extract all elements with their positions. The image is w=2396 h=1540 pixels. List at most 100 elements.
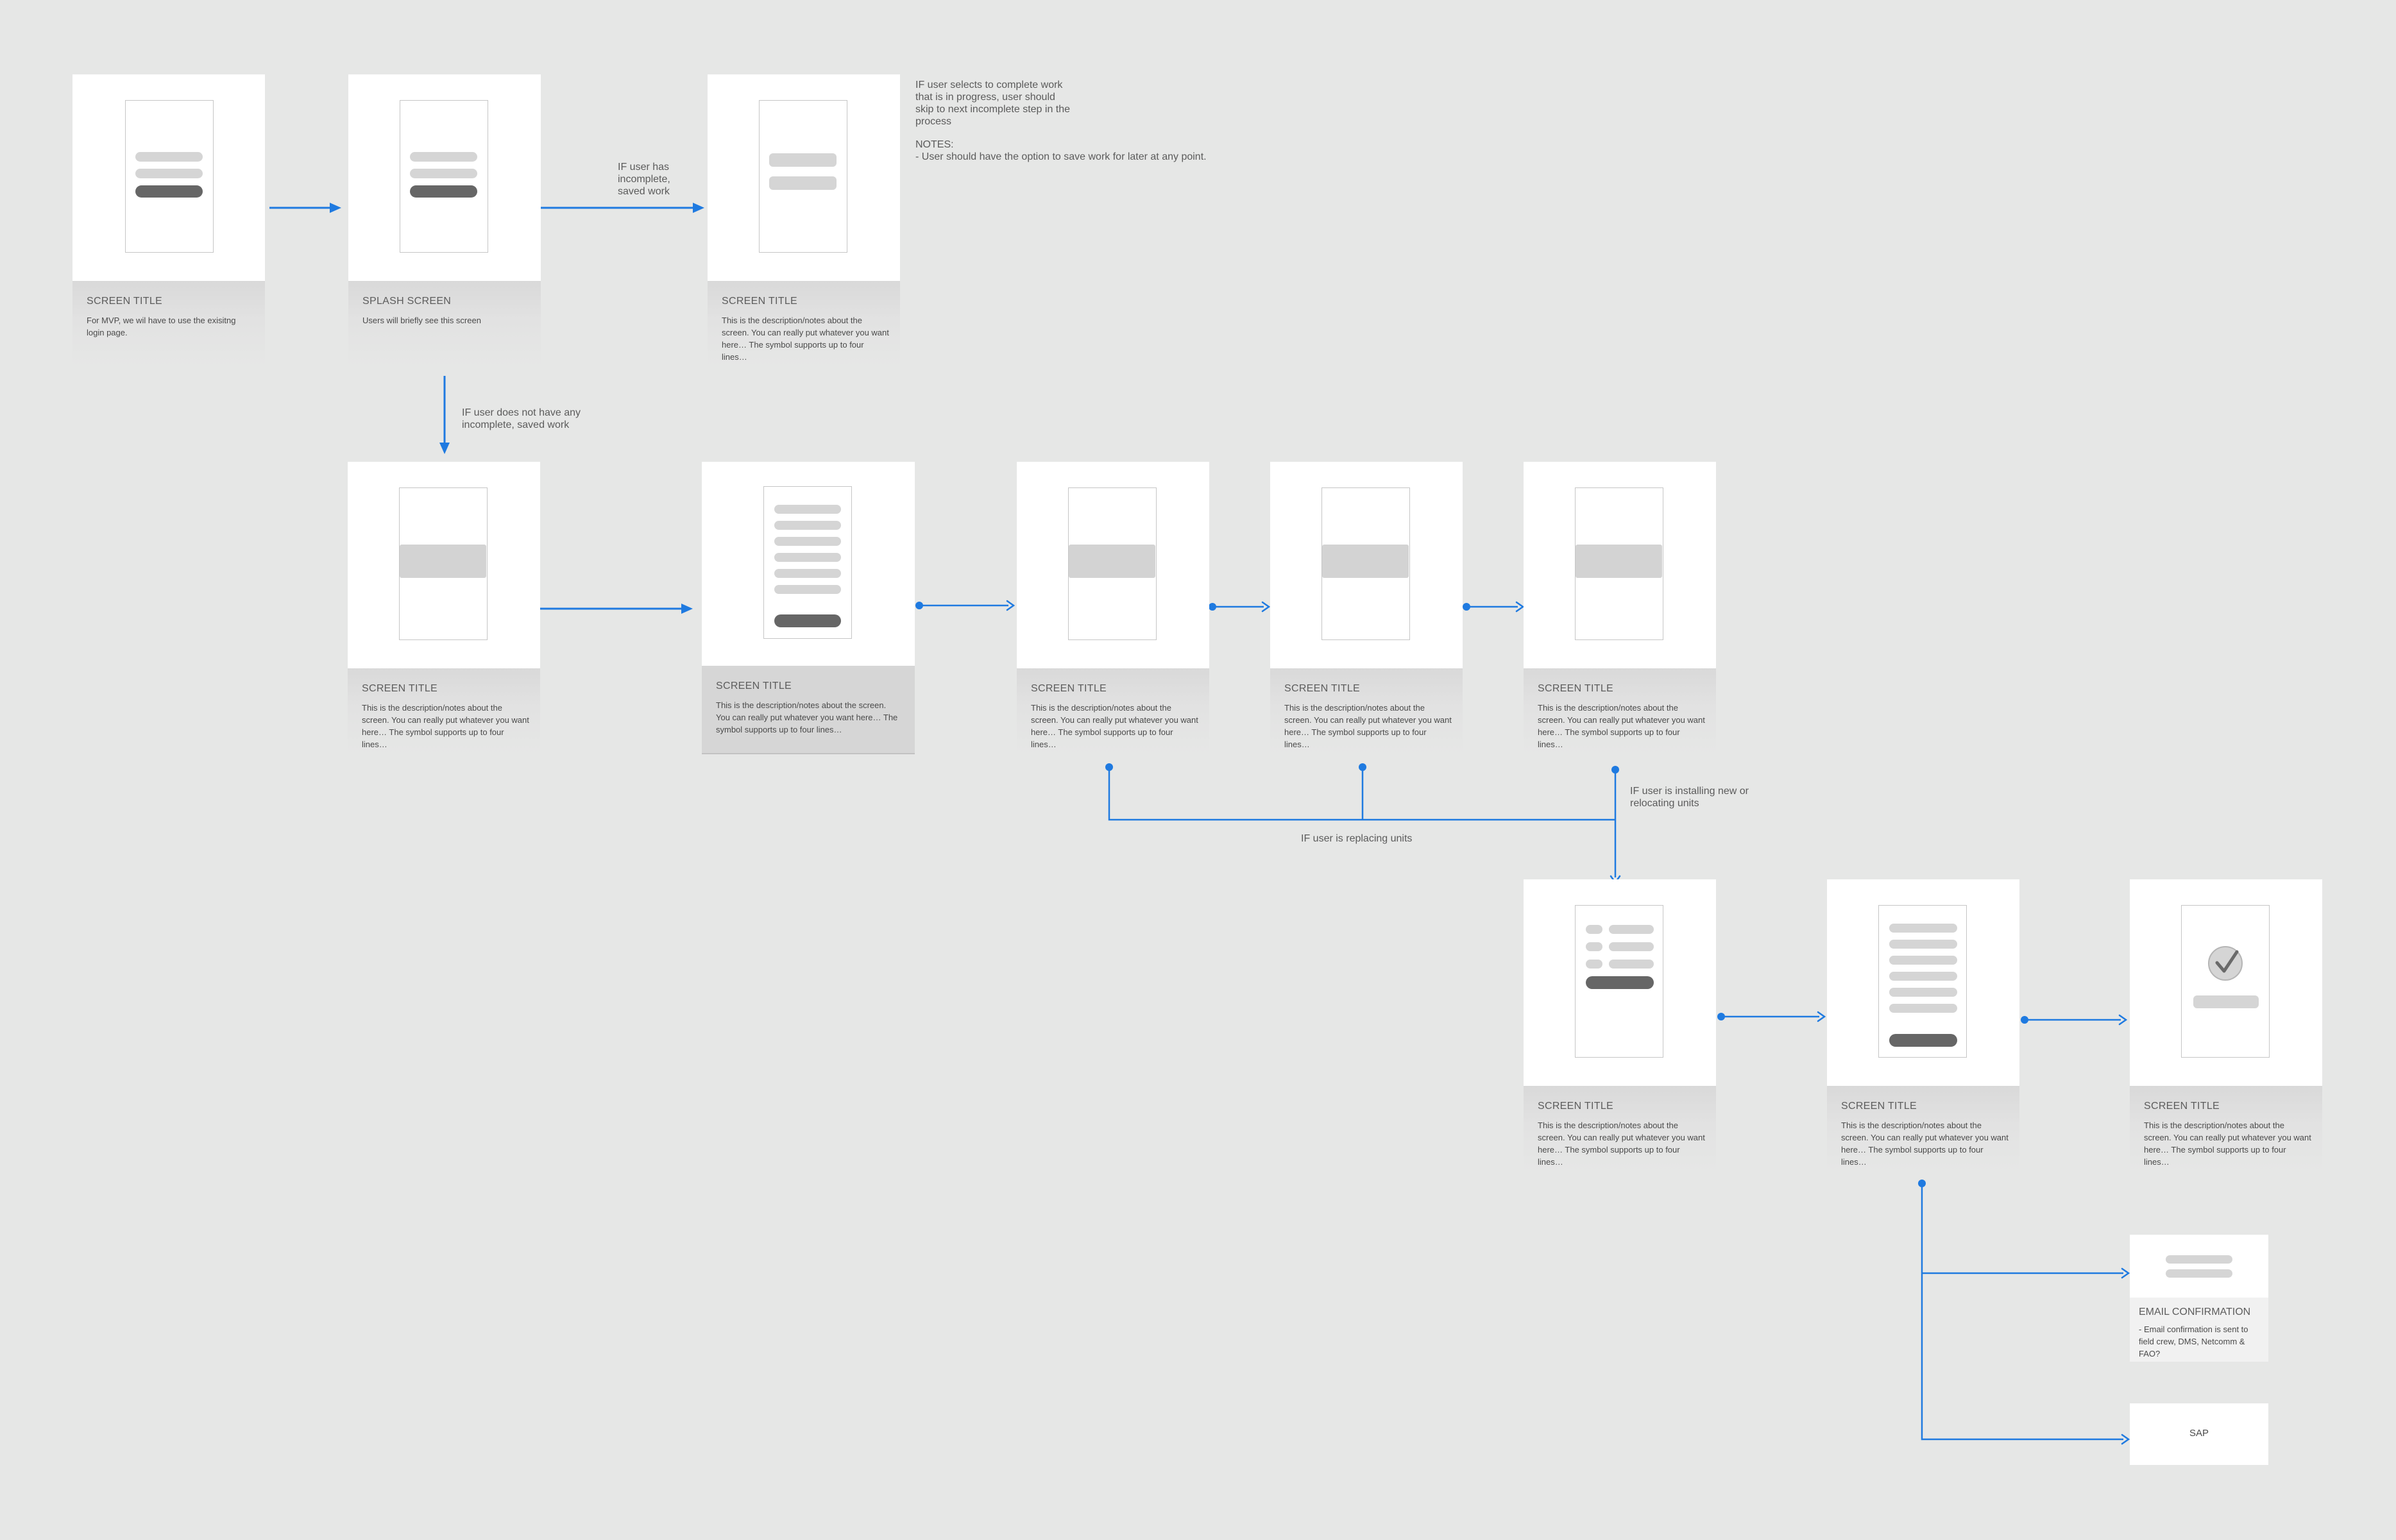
phone-wireframe (125, 100, 214, 253)
connector-dot (1611, 766, 1619, 774)
screen-thumbnail (72, 74, 265, 281)
arrowhead (693, 203, 704, 213)
screen-card-resume[interactable]: SCREEN TITLE This is the description/not… (708, 74, 900, 367)
screen-title: SCREEN TITLE (87, 296, 162, 307)
notes-heading: NOTES: (915, 139, 954, 150)
screen-card-r2-2[interactable]: SCREEN TITLE This is the description/not… (702, 462, 915, 754)
note-in-progress: IF user selects to complete work that is… (915, 80, 1071, 127)
screen-description: This is the description/notes about the … (2144, 1121, 2311, 1167)
note-installing: IF user is installing new or relocating … (1630, 786, 1749, 809)
screen-info: SCREEN TITLE This is the description/not… (1524, 1086, 1716, 1172)
email-title: EMAIL CONFIRMATION (2139, 1307, 2251, 1317)
screen-description: This is the description/notes about the … (1841, 1121, 2009, 1167)
banner-block (1576, 545, 1662, 578)
screen-info: SPLASH SCREEN Users will briefly see thi… (348, 281, 541, 367)
phone-wireframe (1068, 487, 1157, 640)
screen-info: SCREEN TITLE This is the description/not… (1270, 668, 1463, 754)
screen-description: For MVP, we wil have to use the exisitng… (87, 316, 236, 337)
branch-lines (1108, 767, 1617, 877)
screen-title: SCREEN TITLE (1538, 683, 1613, 694)
screen-thumbnail (702, 462, 915, 666)
screen-description: Users will briefly see this screen (362, 316, 481, 325)
screen-thumbnail (2130, 879, 2322, 1086)
screen-card-r2-3[interactable]: SCREEN TITLE This is the description/not… (1017, 462, 1209, 754)
banner-block (1322, 545, 1409, 578)
screen-card-r2-5[interactable]: SCREEN TITLE This is the description/not… (1524, 462, 1716, 754)
connector-dot (1359, 763, 1366, 771)
branch-email-sap (1921, 1183, 2123, 1441)
screen-thumbnail (1524, 462, 1716, 668)
screen-card-r2-4[interactable]: SCREEN TITLE This is the description/not… (1270, 462, 1463, 754)
screen-card-r3-2[interactable]: SCREEN TITLE This is the description/not… (1827, 879, 2019, 1172)
screen-description: This is the description/notes about the … (1538, 703, 1705, 749)
screen-thumbnail (1827, 879, 2019, 1086)
screen-info: SCREEN TITLE This is the description/not… (702, 666, 915, 754)
screen-info: SCREEN TITLE This is the description/not… (1827, 1086, 2019, 1172)
screen-description: This is the description/notes about the … (362, 703, 529, 749)
arrowhead (681, 604, 693, 614)
phone-wireframe (759, 100, 847, 253)
connector-dot (1105, 763, 1113, 771)
note-no-incomplete: IF user does not have any incomplete, sa… (462, 407, 581, 430)
connector-dot (1463, 603, 1470, 611)
screen-thumbnail (1270, 462, 1463, 668)
screen-info: SCREEN TITLE For MVP, we wil have to use… (72, 281, 265, 367)
banner-block (400, 545, 486, 578)
connector-dot (2021, 1016, 2028, 1024)
screen-title: SPLASH SCREEN (362, 296, 452, 307)
screen-card-r3-3[interactable]: SCREEN TITLE This is the description/not… (2130, 879, 2322, 1172)
screen-title: SCREEN TITLE (1284, 683, 1360, 694)
chevron-arrowhead (1006, 600, 1015, 611)
arrowhead (439, 443, 450, 454)
screen-card-r2-1[interactable]: SCREEN TITLE This is the description/not… (348, 462, 540, 754)
screen-card-login[interactable]: SCREEN TITLE For MVP, we wil have to use… (72, 74, 265, 367)
screen-card-r3-1[interactable]: SCREEN TITLE This is the description/not… (1524, 879, 1716, 1172)
phone-wireframe (1878, 905, 1967, 1058)
email-confirmation-info: EMAIL CONFIRMATION - Email confirmation … (2130, 1298, 2268, 1362)
screen-description: This is the description/notes about the … (716, 700, 898, 734)
screen-thumbnail (348, 462, 540, 668)
chevron-arrowhead (1515, 601, 1525, 613)
connector-dot (1717, 1013, 1725, 1020)
email-confirmation-card[interactable] (2130, 1235, 2268, 1298)
chevron-arrowhead (1817, 1011, 1826, 1022)
phone-wireframe (763, 486, 852, 639)
screen-description: This is the description/notes about the … (1538, 1121, 1705, 1167)
chevron-arrowhead (1261, 601, 1271, 613)
chevron-arrowhead (2121, 1434, 2130, 1445)
phone-wireframe (1575, 905, 1663, 1058)
arrowhead (330, 203, 341, 213)
chevron-arrowhead (2121, 1267, 2130, 1279)
screen-info: SCREEN TITLE This is the description/not… (1017, 668, 1209, 754)
banner-block (1069, 545, 1155, 578)
screen-card-splash[interactable]: SPLASH SCREEN Users will briefly see thi… (348, 74, 541, 367)
screen-info: SCREEN TITLE This is the description/not… (1524, 668, 1716, 754)
screen-title: SCREEN TITLE (362, 683, 438, 694)
screen-info: SCREEN TITLE This is the description/not… (708, 281, 900, 367)
connector-dot (1209, 603, 1216, 611)
connector-dot (1918, 1180, 1926, 1187)
email-description: - Email confirmation is sent to field cr… (2139, 1324, 2248, 1358)
screen-title: SCREEN TITLE (1538, 1101, 1613, 1112)
phone-wireframe (399, 487, 488, 640)
sap-label: SAP (2189, 1428, 2209, 1439)
screen-description: This is the description/notes about the … (1031, 703, 1198, 749)
screen-thumbnail (708, 74, 900, 281)
chevron-arrowhead (2118, 1014, 2128, 1026)
screen-thumbnail (1017, 462, 1209, 668)
phone-wireframe (1575, 487, 1663, 640)
phone-wireframe (2181, 905, 2270, 1058)
phone-wireframe (400, 100, 488, 253)
screen-title: SCREEN TITLE (1841, 1101, 1917, 1112)
connector-dot (915, 602, 923, 609)
screen-title: SCREEN TITLE (716, 681, 792, 691)
sap-card[interactable]: SAP (2130, 1403, 2268, 1465)
phone-wireframe (1321, 487, 1410, 640)
screen-info: SCREEN TITLE This is the description/not… (2130, 1086, 2322, 1172)
note-incomplete-saved: IF user has incomplete, saved work (618, 162, 670, 197)
screen-title: SCREEN TITLE (1031, 683, 1107, 694)
screen-thumbnail (1524, 879, 1716, 1086)
note-replacing: IF user is replacing units (1301, 833, 1413, 844)
screen-thumbnail (348, 74, 541, 281)
